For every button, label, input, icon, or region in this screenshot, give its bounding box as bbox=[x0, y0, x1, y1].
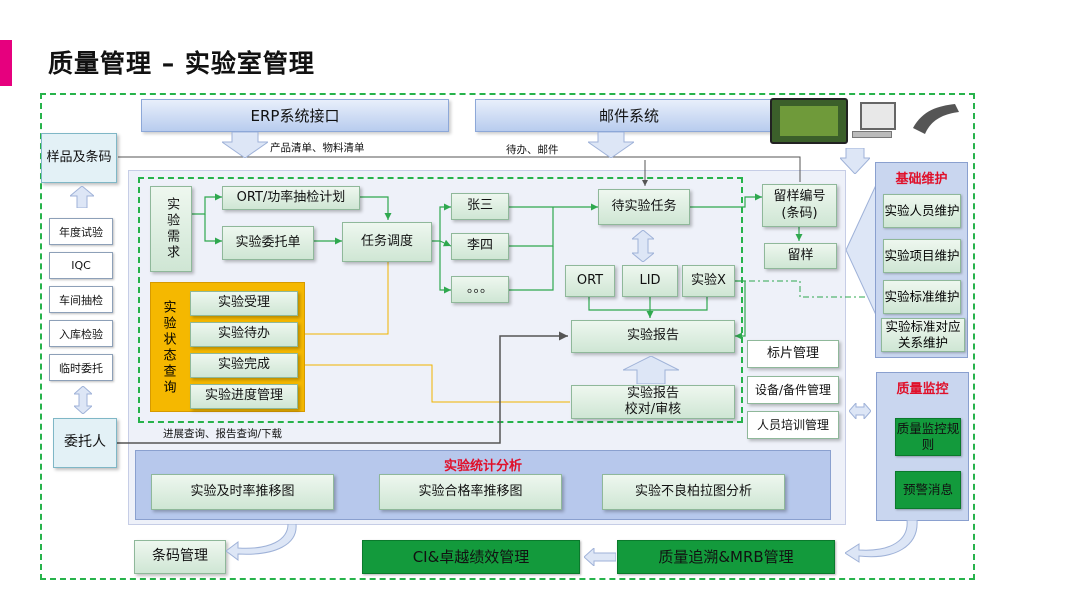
maint-personnel[interactable]: 实验人员维护 bbox=[883, 194, 961, 228]
retained-sample-box[interactable]: 留样 bbox=[764, 243, 837, 269]
task-dispatch-box[interactable]: 任务调度 bbox=[342, 222, 432, 262]
status-completed[interactable]: 实验完成 bbox=[190, 353, 298, 378]
left-arrow-icon bbox=[584, 548, 616, 566]
client-box[interactable]: 委托人 bbox=[53, 418, 117, 468]
report-review-line2: 校对/审核 bbox=[624, 402, 682, 417]
traceability-mrb-box[interactable]: 质量追溯&MRB管理 bbox=[617, 540, 835, 574]
up-arrow-icon bbox=[623, 356, 679, 384]
stat-pass-rate-chart[interactable]: 实验合格率推移图 bbox=[379, 474, 562, 510]
outer-dashed-frame bbox=[40, 93, 975, 580]
source-warehouse-inspection[interactable]: 入库检验 bbox=[49, 320, 113, 347]
test-ort[interactable]: ORT bbox=[565, 265, 615, 297]
updown-arrow-icon bbox=[74, 386, 92, 414]
equipment-mgmt-box[interactable]: 设备/备件管理 bbox=[747, 376, 839, 404]
person-zhangsan[interactable]: 张三 bbox=[451, 193, 509, 220]
status-accepted[interactable]: 实验受理 bbox=[190, 291, 298, 316]
mail-flow-note: 待办、邮件 bbox=[506, 144, 559, 156]
person-others[interactable]: 。。。 bbox=[451, 276, 509, 303]
quality-monitor-heading: 质量监控 bbox=[896, 382, 949, 397]
monitor-rules[interactable]: 质量监控规则 bbox=[895, 418, 961, 456]
maint-test-items[interactable]: 实验项目维护 bbox=[883, 239, 961, 273]
barcode-mgmt-box[interactable]: 条码管理 bbox=[134, 540, 226, 574]
source-list: 年度试验 IQC 车间抽检 入库检验 临时委托 bbox=[49, 213, 115, 389]
sample-number-box[interactable]: 留样编号 (条码) bbox=[762, 184, 837, 227]
title-accent-bar bbox=[0, 40, 12, 86]
source-temporary-entrust[interactable]: 临时委托 bbox=[49, 354, 113, 381]
down-arrow-icon bbox=[840, 148, 870, 174]
test-report-box[interactable]: 实验报告 bbox=[571, 320, 735, 353]
report-review-line1: 实验报告 bbox=[626, 385, 679, 401]
pending-task-box[interactable]: 待实验任务 bbox=[598, 189, 690, 225]
mail-system-bar[interactable]: 邮件系统 bbox=[475, 99, 783, 132]
down-arrow-icon bbox=[588, 132, 634, 158]
basic-maintenance-heading: 基础维护 bbox=[895, 172, 948, 187]
source-iqc[interactable]: IQC bbox=[49, 252, 113, 279]
updown-arrow-icon bbox=[632, 230, 654, 262]
left-arrow-icon bbox=[846, 185, 876, 315]
workflow-dashed-frame bbox=[138, 177, 743, 423]
sample-number-line2: (条码) bbox=[781, 205, 818, 221]
maint-standard-mapping[interactable]: 实验标准对应关系维护 bbox=[881, 318, 965, 352]
leftright-arrow-icon bbox=[849, 403, 871, 419]
stats-heading: 实验统计分析 bbox=[443, 459, 522, 474]
entrust-form-box[interactable]: 实验委托单 bbox=[222, 226, 314, 260]
source-workshop-inspection[interactable]: 车间抽检 bbox=[49, 286, 113, 313]
source-annual-test[interactable]: 年度试验 bbox=[49, 218, 113, 245]
sample-number-line1: 留样编号 bbox=[773, 189, 826, 205]
maint-standards[interactable]: 实验标准维护 bbox=[883, 280, 961, 314]
stat-defect-pareto[interactable]: 实验不良柏拉图分析 bbox=[602, 474, 785, 510]
computer-icon bbox=[860, 102, 896, 130]
plan-box[interactable]: ORT/功率抽检计划 bbox=[222, 186, 360, 210]
status-todo[interactable]: 实验待办 bbox=[190, 322, 298, 347]
barcode-scanner-icon bbox=[913, 104, 959, 134]
requirement-box[interactable]: 实验需求 bbox=[150, 186, 192, 272]
erp-interface-bar[interactable]: ERP系统接口 bbox=[141, 99, 449, 132]
status-progress-mgmt[interactable]: 实验进度管理 bbox=[190, 384, 298, 409]
training-mgmt-box[interactable]: 人员培训管理 bbox=[747, 411, 839, 439]
stat-timeliness-chart[interactable]: 实验及时率推移图 bbox=[151, 474, 334, 510]
page-title: 质量管理 – 实验室管理 bbox=[48, 49, 315, 78]
report-review-box[interactable]: 实验报告 校对/审核 bbox=[571, 385, 735, 419]
erp-flow-note: 产品清单、物料清单 bbox=[270, 142, 365, 154]
sample-barcode-box[interactable]: 样品及条码 bbox=[41, 133, 117, 183]
tablet-icon bbox=[770, 98, 848, 144]
status-query-label: 实验状态查询 bbox=[160, 300, 176, 396]
test-x[interactable]: 实验X bbox=[682, 265, 735, 297]
person-lisi[interactable]: 李四 bbox=[451, 233, 509, 260]
curved-arrow-icon bbox=[845, 520, 918, 563]
curved-arrow-icon bbox=[226, 524, 297, 561]
query-download-note: 进展查询、报告查询/下载 bbox=[163, 428, 283, 440]
up-arrow-icon bbox=[70, 186, 94, 208]
test-lid[interactable]: LID bbox=[622, 265, 678, 297]
label-mgmt-box[interactable]: 标片管理 bbox=[747, 340, 839, 368]
warning-messages[interactable]: 预警消息 bbox=[895, 471, 961, 509]
ci-performance-box[interactable]: CI&卓越绩效管理 bbox=[362, 540, 580, 574]
keyboard-icon bbox=[852, 131, 892, 138]
down-arrow-icon bbox=[222, 132, 268, 158]
